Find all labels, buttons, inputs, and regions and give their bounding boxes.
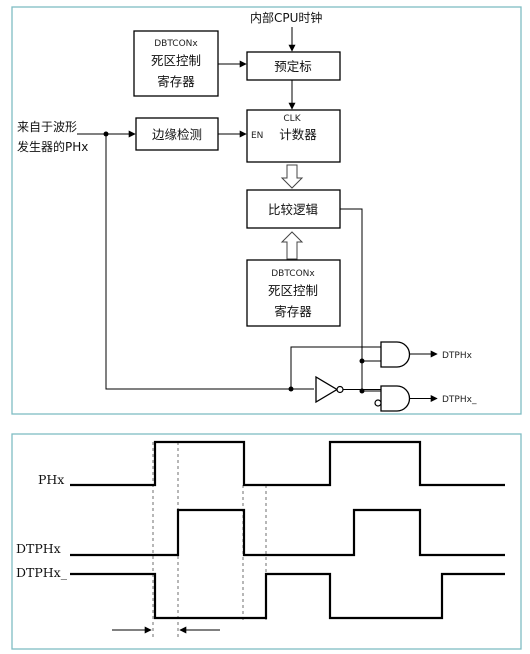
timing-diagram-frame [11,433,522,650]
compare-output-wire [340,208,381,392]
counter-label: 计数器 [279,127,317,142]
counter-block: CLK EN 计数器 [246,109,341,163]
counter-en-label: EN [251,131,263,141]
dbtcon-lower-register: DBTCONx 死区控制 寄存器 [246,259,341,327]
and-gate-2 [380,385,411,412]
prescaler-label: 预定标 [274,59,312,74]
compare-logic-block: 比较逻辑 [246,189,341,229]
timing-diagram: PHx DTPHx DTPHx_ [11,433,522,650]
dbtcon-upper-register: DBTCONx 死区控制 寄存器 [133,30,219,97]
dbtcon-upper-title: DBTCONx [154,39,198,49]
input-label-line1: 来自于波形 [17,120,77,134]
block-diagram: 内部CPU时钟 DBTCONx 死区控制 寄存器 预定标 来自于波形 发生器的P… [11,6,522,415]
counter-to-compare-hollow-arrow [280,164,304,189]
phx-waveform [70,440,505,487]
dtphx-signal-label: DTPHx [16,541,61,556]
dtphx-bar-signal-label: DTPHx_ [16,565,68,580]
dbtcon-lower-title: DBTCONx [271,269,315,279]
dbtcon-lower-line2: 寄存器 [274,304,312,319]
edge-detect-block: 边缘检测 [135,117,219,151]
dbtcon-lower-line1: 死区控制 [268,283,318,298]
output-dtphx-bar-label: DTPHx_ [442,395,477,405]
and2-input-bubble [374,399,382,407]
dbtcon-upper-line2: 寄存器 [157,74,195,89]
phx-signal-label: PHx [38,472,64,487]
phx-feed-wire [105,134,314,390]
dtphx-waveform [70,508,505,557]
clock-source-label: 内部CPU时钟 [250,10,322,25]
compare-junction-1 [359,358,365,364]
edge-detect-label: 边缘检测 [152,127,202,142]
phx-junction [288,386,294,392]
register-to-compare-hollow-arrow [280,231,304,260]
phx-to-and1-wire [290,346,381,389]
compare-logic-label: 比较逻辑 [268,202,318,217]
prescaler-block: 预定标 [246,51,341,81]
and-gate-1 [380,341,411,368]
counter-clk-label: CLK [283,114,301,124]
output-dtphx-label: DTPHx [442,351,473,361]
dtphx-bar-waveform [70,572,505,620]
dbtcon-upper-line1: 死区控制 [151,53,201,68]
input-label-line2: 发生器的PHx [17,139,88,154]
